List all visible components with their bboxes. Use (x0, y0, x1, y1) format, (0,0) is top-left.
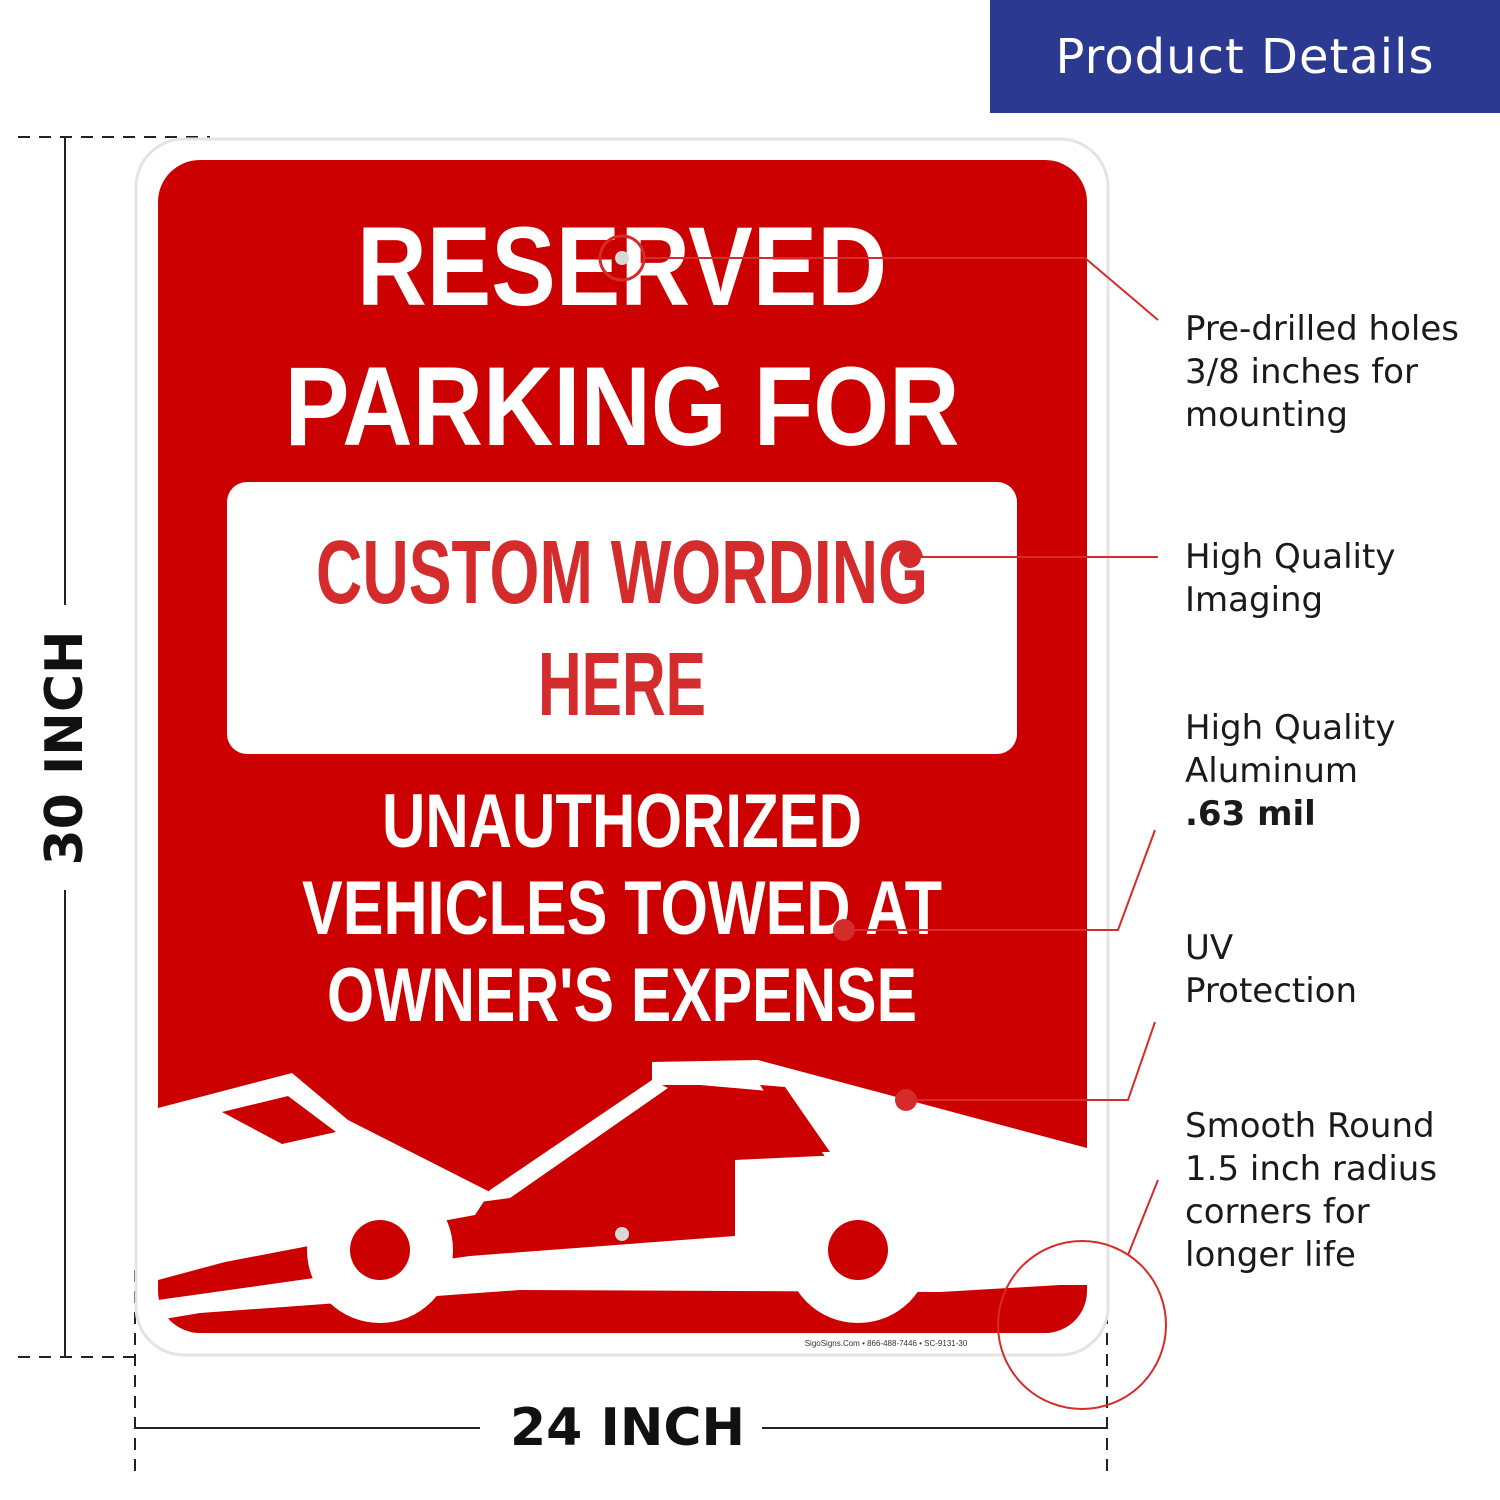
warning-line3: OWNER'S EXPENSE (327, 953, 917, 1038)
feature-predrilled-holes: Pre-drilled holes 3/8 inches for mountin… (1185, 309, 1459, 435)
custom-wording-line2: HERE (538, 635, 706, 735)
callout-lines (598, 234, 1167, 1410)
height-dimension-label: 30 INCH (35, 630, 95, 866)
custom-wording-panel (227, 482, 1017, 754)
sign-line-reserved: RESERVED (357, 204, 887, 329)
warning-line2: VEHICLES TOWED AT (302, 866, 942, 951)
tow-truck-icon (158, 1060, 1087, 1323)
mounting-hole-top (615, 251, 629, 265)
banner-title: Product Details (1055, 28, 1435, 85)
warning-line1: UNAUTHORIZED (382, 779, 862, 864)
aluminum-thickness: .63 mil (1185, 794, 1316, 834)
dimension-lines (64, 137, 1107, 1429)
feature-aluminum: High Quality Aluminum .63 mil (1185, 707, 1500, 836)
custom-wording-line1: CUSTOM WORDING (316, 523, 928, 623)
feature-uv-protection: UV Protection (1185, 928, 1358, 1011)
mounting-hole-bottom (615, 1227, 629, 1241)
product-details-banner: Product Details (990, 0, 1500, 113)
dimension-guides (18, 136, 1108, 1480)
feature-round-corners: Smooth Round 1.5 inch radius corners for… (1185, 1106, 1438, 1275)
sign-line-parking-for: PARKING FOR (285, 344, 960, 469)
feature-imaging: High Quality Imaging (1185, 537, 1396, 620)
callout-dots (833, 546, 921, 1111)
sign-footer-text: SigoSigns.Com • 866-488-7446 • SC-9131-3… (805, 1339, 968, 1348)
width-dimension-label: 24 INCH (510, 1398, 746, 1458)
